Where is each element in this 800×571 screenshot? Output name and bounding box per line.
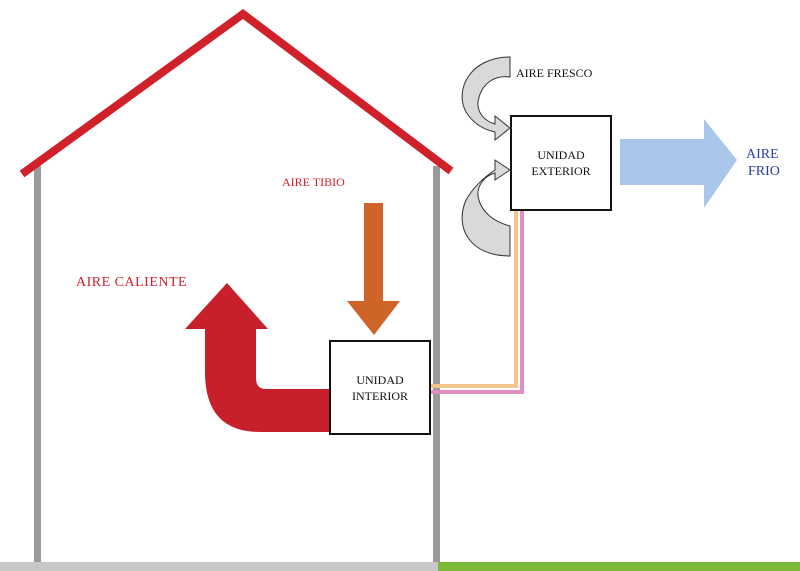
warm-air-label: AIRE TIBIO (282, 175, 345, 189)
ground-left (0, 562, 438, 571)
fresh-air-arrow-top (461, 56, 511, 142)
right-wall (433, 166, 440, 562)
indoor-unit-line1: UNIDAD (356, 372, 404, 387)
cold-air-arrow (620, 119, 737, 208)
refrigerant-pipe-liquid (430, 210, 518, 388)
fresh-air-label: AIRE FRESCO (516, 66, 593, 80)
left-wall (34, 166, 41, 562)
outdoor-unit-line2: EXTERIOR (531, 164, 591, 178)
refrigerant-pipe-gas (430, 210, 524, 394)
hot-air-label: AIRE CALIENTE (76, 275, 188, 290)
warm-air-arrow (347, 203, 400, 335)
indoor-unit-box (329, 340, 431, 435)
outdoor-unit-label: UNIDAD EXTERIOR (511, 116, 611, 210)
outdoor-unit-box (510, 115, 612, 211)
fresh-air-arrow-bottom (461, 159, 511, 257)
cold-air-label-line1: AIRE (746, 147, 779, 162)
indoor-unit-label: UNIDAD INTERIOR (330, 341, 430, 434)
outdoor-unit-line1: UNIDAD (537, 148, 585, 162)
house-roof (19, 9, 454, 178)
indoor-unit-line2: INTERIOR (352, 388, 408, 403)
cold-air-label-line2: FRIO (748, 164, 780, 179)
hot-air-arrow (185, 283, 330, 432)
ground-right (438, 562, 800, 571)
